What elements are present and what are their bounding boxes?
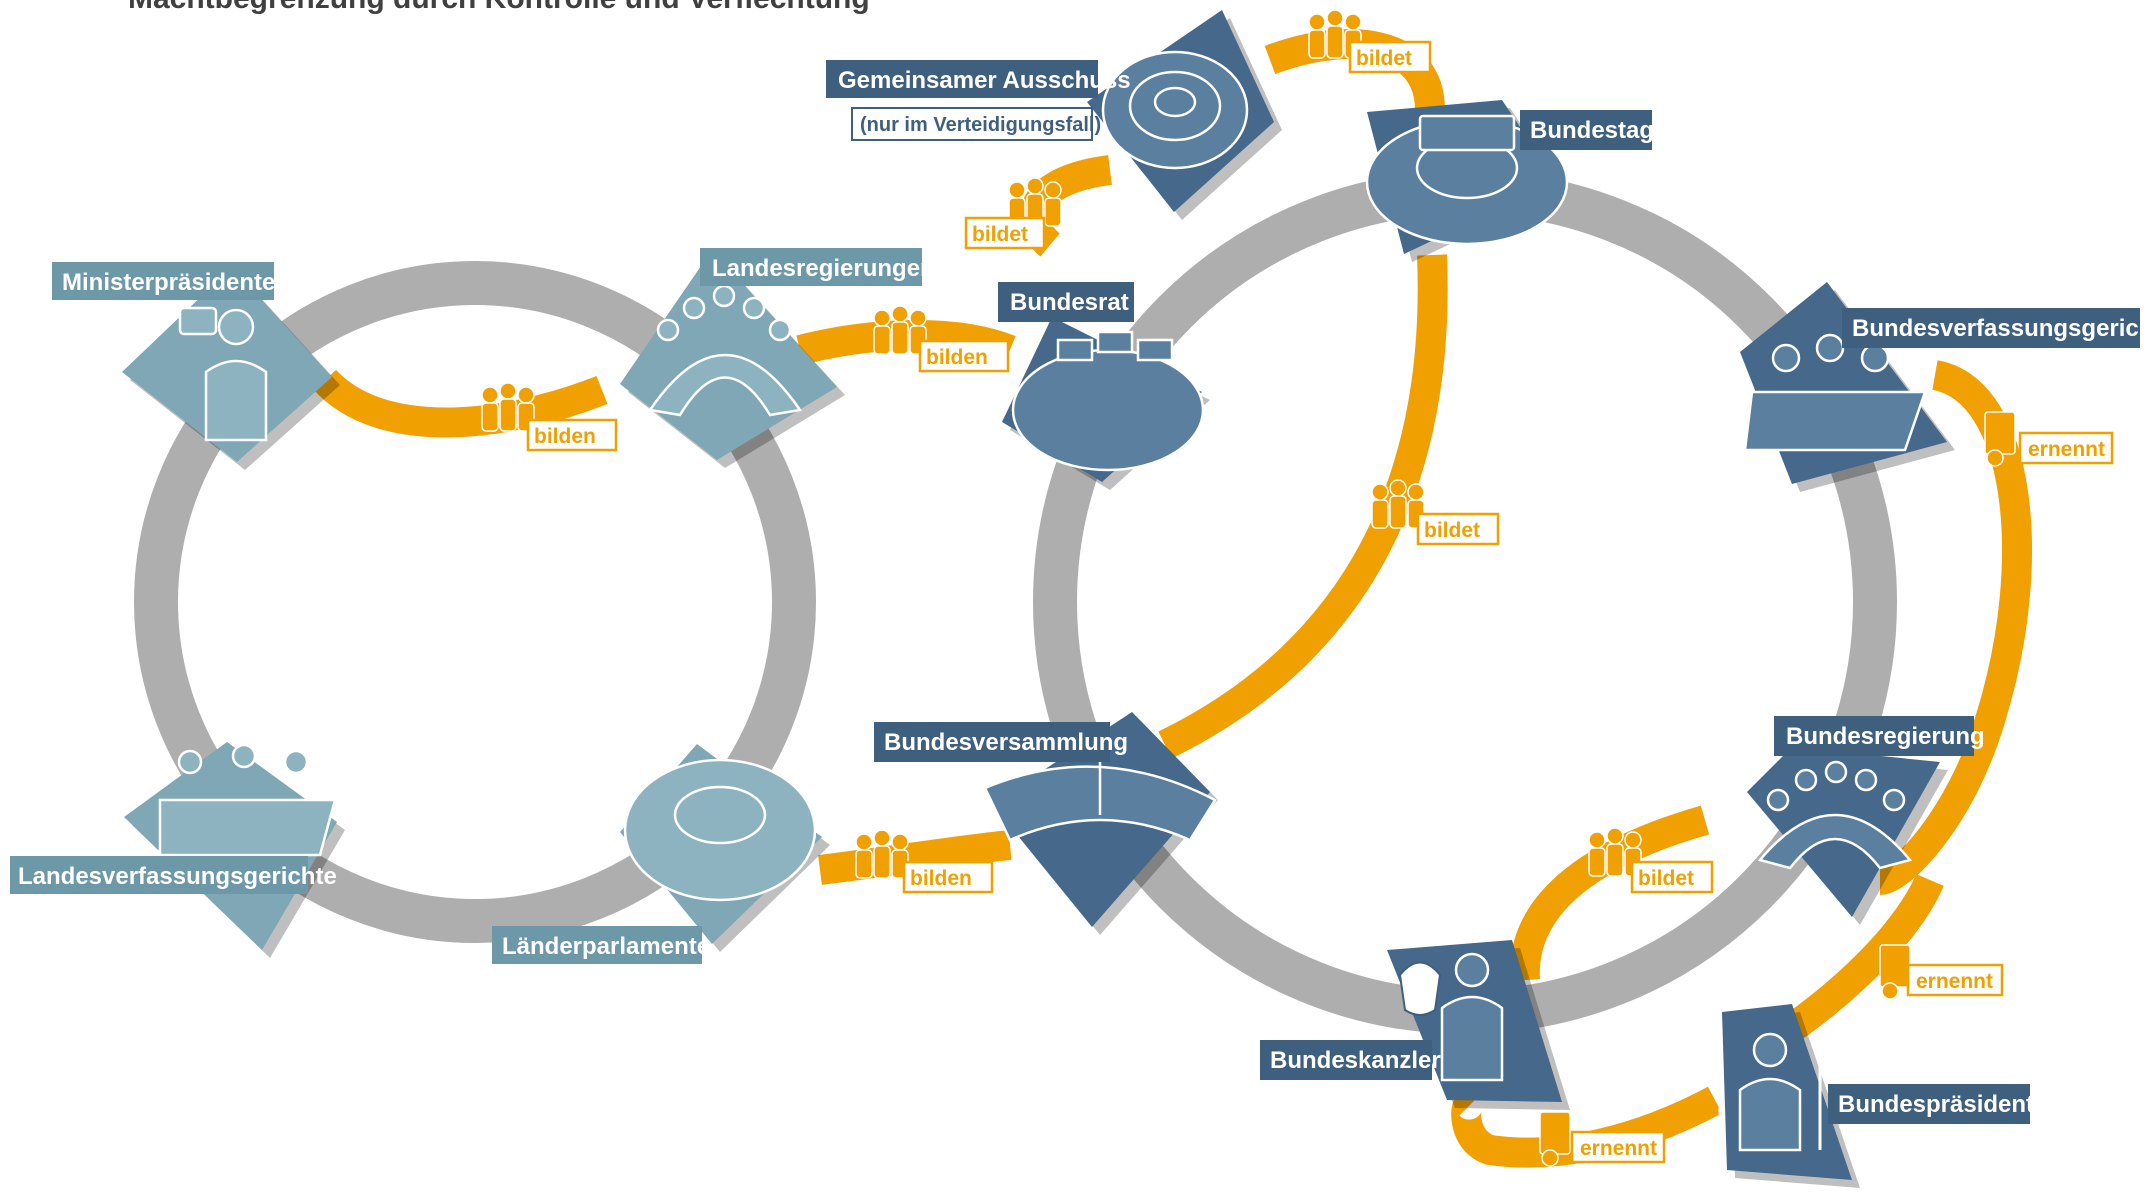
label-bundesversammlung: Bundesversammlung xyxy=(884,729,1128,756)
people-group-icon xyxy=(1308,9,1362,59)
label-bundesregierung: Bundesregierung xyxy=(1786,723,1985,750)
page-title: Machtbegrenzung durch Kontrolle und Verf… xyxy=(128,0,870,15)
tag-ernennt-3: ernennt xyxy=(1580,1137,1657,1160)
label-bundeskanzler: Bundeskanzler xyxy=(1270,1047,1441,1074)
arrow-lp-to-bv xyxy=(818,830,1012,885)
label-bundestag: Bundestag xyxy=(1530,117,1654,144)
federal-convention-icon xyxy=(983,760,1217,842)
label-laenderparlamente: Länderparlamente xyxy=(502,933,710,960)
state-court-icon xyxy=(158,743,337,857)
minister-president-icon xyxy=(178,306,268,442)
relation-bilden-3: bilden xyxy=(855,829,994,894)
tag-bilden-1: bilden xyxy=(534,425,596,448)
cabinet-table-icon xyxy=(647,284,803,417)
note-verteidigungsfall: (nur im Verteidigungsfall) xyxy=(860,114,1101,136)
relation-ernennt-2: ernennt xyxy=(1879,944,2004,1000)
relation-bildet-2: bildet xyxy=(1308,9,1432,74)
tag-bilden-2: bilden xyxy=(926,346,988,369)
label-gemeinsamer-ausschuss: Gemeinsamer Ausschuss xyxy=(838,67,1131,94)
relation-bildet-3: bildet xyxy=(1371,479,1500,546)
label-landesregierungen: Landesregierungen xyxy=(712,255,935,282)
arrow-bk-to-breg xyxy=(1509,805,1710,981)
tag-bildet-2: bildet xyxy=(1356,47,1412,70)
state-parliament-icon xyxy=(623,758,817,902)
joint-committee-icon xyxy=(1101,50,1249,170)
people-group-icon xyxy=(855,829,909,879)
tag-bildet-4: bildet xyxy=(1638,867,1694,890)
state-ring xyxy=(134,261,816,943)
node-bundestag: Bundestag xyxy=(1365,100,1654,262)
node-bundesverfassungsgericht: Bundesverfassungsgericht xyxy=(1740,282,2145,492)
relation-bildet-1: bildet xyxy=(964,177,1062,250)
people-group-icon xyxy=(1371,479,1425,529)
label-bundespraesident: Bundespräsident xyxy=(1838,1091,2034,1118)
relation-ernennt-1: ernennt xyxy=(1984,411,2114,467)
certificate-icon xyxy=(1539,1111,1571,1167)
tag-bildet-1: bildet xyxy=(972,223,1028,246)
node-bundeskanzler: Bundeskanzler xyxy=(1260,940,1570,1110)
node-landesverfassungsgerichte: Landesverfassungsgerichte xyxy=(10,742,345,958)
president-icon xyxy=(1718,1032,1822,1152)
node-ministerpraesidenten: Ministerpräsidenten xyxy=(52,262,340,470)
chancellor-icon xyxy=(1440,952,1504,1082)
federal-eagle-icon xyxy=(1398,961,1442,1016)
label-bundesrat: Bundesrat xyxy=(1010,289,1129,316)
federal-cabinet-icon xyxy=(1757,760,1913,870)
certificate-icon xyxy=(1984,411,2016,467)
constitutional-court-icon xyxy=(1743,333,1927,452)
people-group-icon xyxy=(873,305,927,355)
relation-bilden-1: bilden xyxy=(481,382,618,452)
bundesrat-chamber-icon xyxy=(1011,330,1205,472)
tag-bilden-3: bilden xyxy=(910,867,972,890)
node-gemeinsamer-ausschuss: Gemeinsamer Ausschuss (nur im Verteidigu… xyxy=(826,10,1282,220)
label-landesverfassungsgerichte: Landesverfassungsgerichte xyxy=(18,863,337,890)
tag-ernennt-1: ernennt xyxy=(2028,438,2105,461)
bundestag-plenary-icon xyxy=(1365,114,1569,246)
relation-arrows xyxy=(313,29,2032,1168)
arrow-mp-to-lr xyxy=(313,369,608,438)
node-laenderparlamente: Länderparlamente xyxy=(492,744,830,964)
relation-bildet-4: bildet xyxy=(1588,827,1714,894)
node-bundespraesident: Bundespräsident xyxy=(1718,1004,2034,1188)
node-landesregierungen: Landesregierungen xyxy=(620,248,935,468)
tag-bildet-3: bildet xyxy=(1424,519,1480,542)
relation-bilden-2: bilden xyxy=(873,305,1010,373)
node-bundesversammlung: Bundesversammlung xyxy=(874,712,1218,935)
tag-ernennt-2: ernennt xyxy=(1916,970,1993,993)
label-bundesverfassungsgericht: Bundesverfassungsgericht xyxy=(1852,315,2145,342)
node-bundesregierung: Bundesregierung xyxy=(1747,716,1985,925)
label-ministerpraesidenten: Ministerpräsidenten xyxy=(62,269,290,296)
people-group-icon xyxy=(481,382,535,432)
arrow-bt-to-bv xyxy=(1158,254,1448,759)
certificate-icon xyxy=(1879,944,1911,1000)
relation-ernennt-3: ernennt xyxy=(1539,1111,1666,1167)
federal-ring xyxy=(1033,170,1897,1034)
node-bundesrat: Bundesrat xyxy=(998,282,1210,490)
